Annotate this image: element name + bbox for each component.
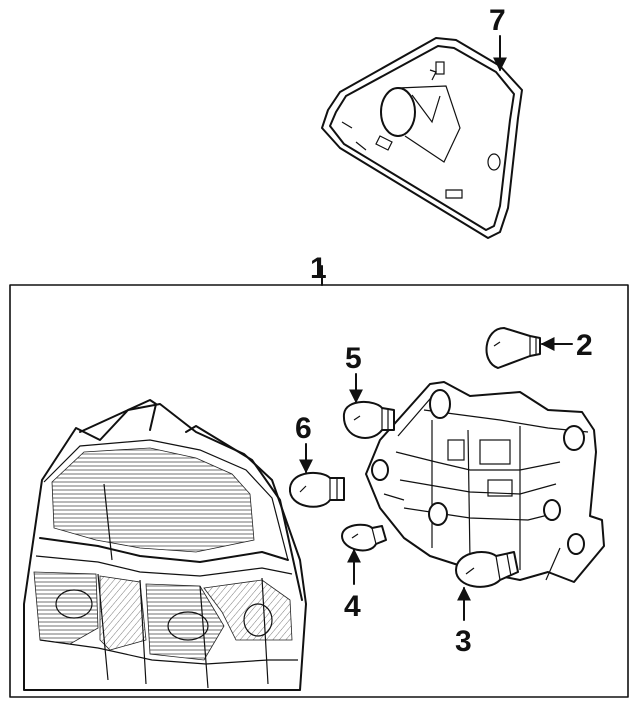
callout-4: 4	[344, 590, 361, 623]
callout-2: 2	[576, 329, 593, 362]
bulb-part-4	[341, 523, 387, 552]
callout-3: 3	[455, 625, 472, 658]
callout-6: 6	[295, 412, 312, 445]
callout-1: 1	[310, 252, 327, 285]
gasket-plate-part-7	[321, 37, 523, 239]
callout-5: 5	[345, 342, 362, 375]
bulb-part-6	[288, 471, 345, 508]
assembly-frame	[9, 284, 629, 698]
socket-plate	[365, 381, 605, 583]
bulb-part-2	[485, 327, 541, 369]
bulb-part-3	[455, 551, 519, 588]
callout-7: 7	[489, 4, 506, 37]
tail-lamp-lens	[23, 399, 307, 691]
